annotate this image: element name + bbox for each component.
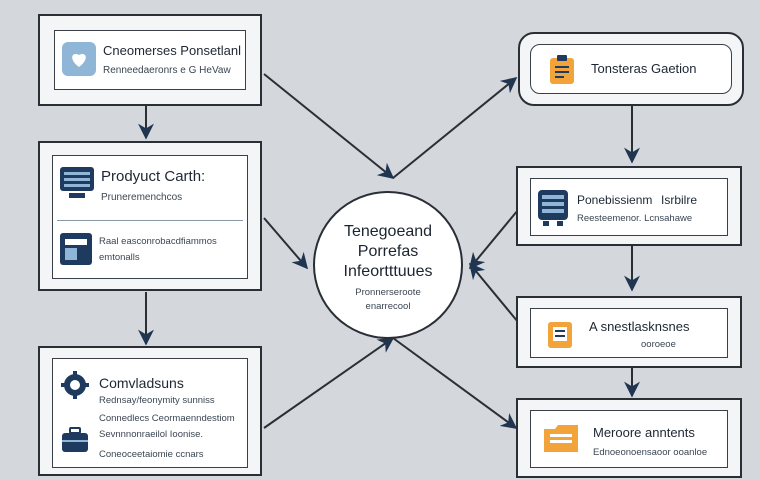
components-line2: Connedlecs Ceormaenndestiom xyxy=(99,413,235,424)
metrics-subtitle: Ednoeonoensaoor ooanloe xyxy=(593,447,708,458)
components-card[interactable]: Comvladsuns Rednsay/feonymity sunniss Co… xyxy=(38,346,262,476)
procurement-title2: Isrbilre xyxy=(661,193,698,207)
product-catalog-row2-line2: emtonalls xyxy=(99,252,140,263)
tools-title: Tonsteras Gaetion xyxy=(591,61,697,76)
product-catalog-subtitle: Pruneremenchcos xyxy=(101,192,183,203)
link-portal-to-hub xyxy=(263,73,395,180)
link-catalog-to-hub xyxy=(263,217,309,270)
components-line4: Coneoceetaiomie ccnars xyxy=(99,449,204,460)
product-catalog-panel: Prodyuct Carth: Pruneremenchcos Raal eas… xyxy=(52,155,248,279)
link-analytics-to-hub xyxy=(468,262,519,323)
procurement-title: Ponebissienm xyxy=(577,193,653,207)
components-title: Comvladsuns xyxy=(99,375,184,391)
link-components-to-hub xyxy=(263,337,395,429)
link-procurement-to-hub xyxy=(468,209,519,270)
tools-panel: Tonsteras Gaetion xyxy=(530,44,732,94)
database-icon xyxy=(537,189,569,232)
hub-line4: Pronnerseroote xyxy=(355,287,421,298)
link-hub-to-tools xyxy=(392,76,518,179)
metrics-title: Meroore anntents xyxy=(593,425,695,440)
folder-icon xyxy=(543,423,579,458)
procurement-subtitle: Reesteemenor. Lcnsahawe xyxy=(577,213,693,224)
customer-portal-subtitle: Renneedaeronrs e G HeVaw xyxy=(103,65,231,76)
window-icon xyxy=(59,232,93,271)
product-catalog-card[interactable]: Prodyuct Carth: Pruneremenchcos Raal eas… xyxy=(38,141,262,291)
analytics-panel: A snestlasknsnes ooroeoe xyxy=(530,308,728,358)
product-catalog-divider xyxy=(57,220,243,221)
server-monitor-icon xyxy=(59,166,95,205)
hub-line3: Infeortttuues xyxy=(343,263,433,280)
procurement-panel: Ponebissienm Isrbilre Reesteemenor. Lcns… xyxy=(530,178,728,236)
components-line1: Rednsay/feonymity sunniss xyxy=(99,395,215,406)
product-catalog-title: Prodyuct Carth: xyxy=(101,168,206,185)
metrics-card[interactable]: Meroore anntents Ednoeonoensaoor ooanloe xyxy=(516,398,742,478)
hub-line1: Tenegoeand xyxy=(343,223,433,240)
metrics-panel: Meroore anntents Ednoeonoensaoor ooanloe xyxy=(530,410,728,468)
clipboard-icon xyxy=(547,319,573,354)
analytics-subtitle: ooroeoe xyxy=(641,339,676,350)
link-hub-to-metrics xyxy=(392,337,518,429)
procurement-card[interactable]: Ponebissienm Isrbilre Reesteemenor. Lcns… xyxy=(516,166,742,246)
product-catalog-row2-line1: Raal easconrobacdfiammos xyxy=(99,236,217,247)
components-panel: Comvladsuns Rednsay/feonymity sunniss Co… xyxy=(52,358,248,468)
gear-icon xyxy=(61,371,89,404)
customer-portal-panel: Cneomerses Ponsetlanl Renneedaeronrs e G… xyxy=(54,30,246,90)
analytics-card[interactable]: A snestlasknsnes ooroeoe xyxy=(516,296,742,368)
tools-card[interactable]: Tonsteras Gaetion xyxy=(518,32,744,106)
components-line3: Sevnnnonraeilol Ioonise. xyxy=(99,429,204,440)
briefcase-icon xyxy=(61,427,89,458)
clipboard-icon xyxy=(549,55,575,90)
hub-line5: enarrecool xyxy=(365,301,411,312)
analytics-title: A snestlasknsnes xyxy=(589,319,690,334)
heart-shield-icon xyxy=(61,41,97,82)
central-hub[interactable]: Tenegoeand Porrefas Infeortttuues Pronne… xyxy=(313,191,463,339)
hub-line2: Porrefas xyxy=(357,243,419,260)
customer-portal-card[interactable]: Cneomerses Ponsetlanl Renneedaeronrs e G… xyxy=(38,14,262,106)
customer-portal-title: Cneomerses Ponsetlanl xyxy=(103,43,242,58)
